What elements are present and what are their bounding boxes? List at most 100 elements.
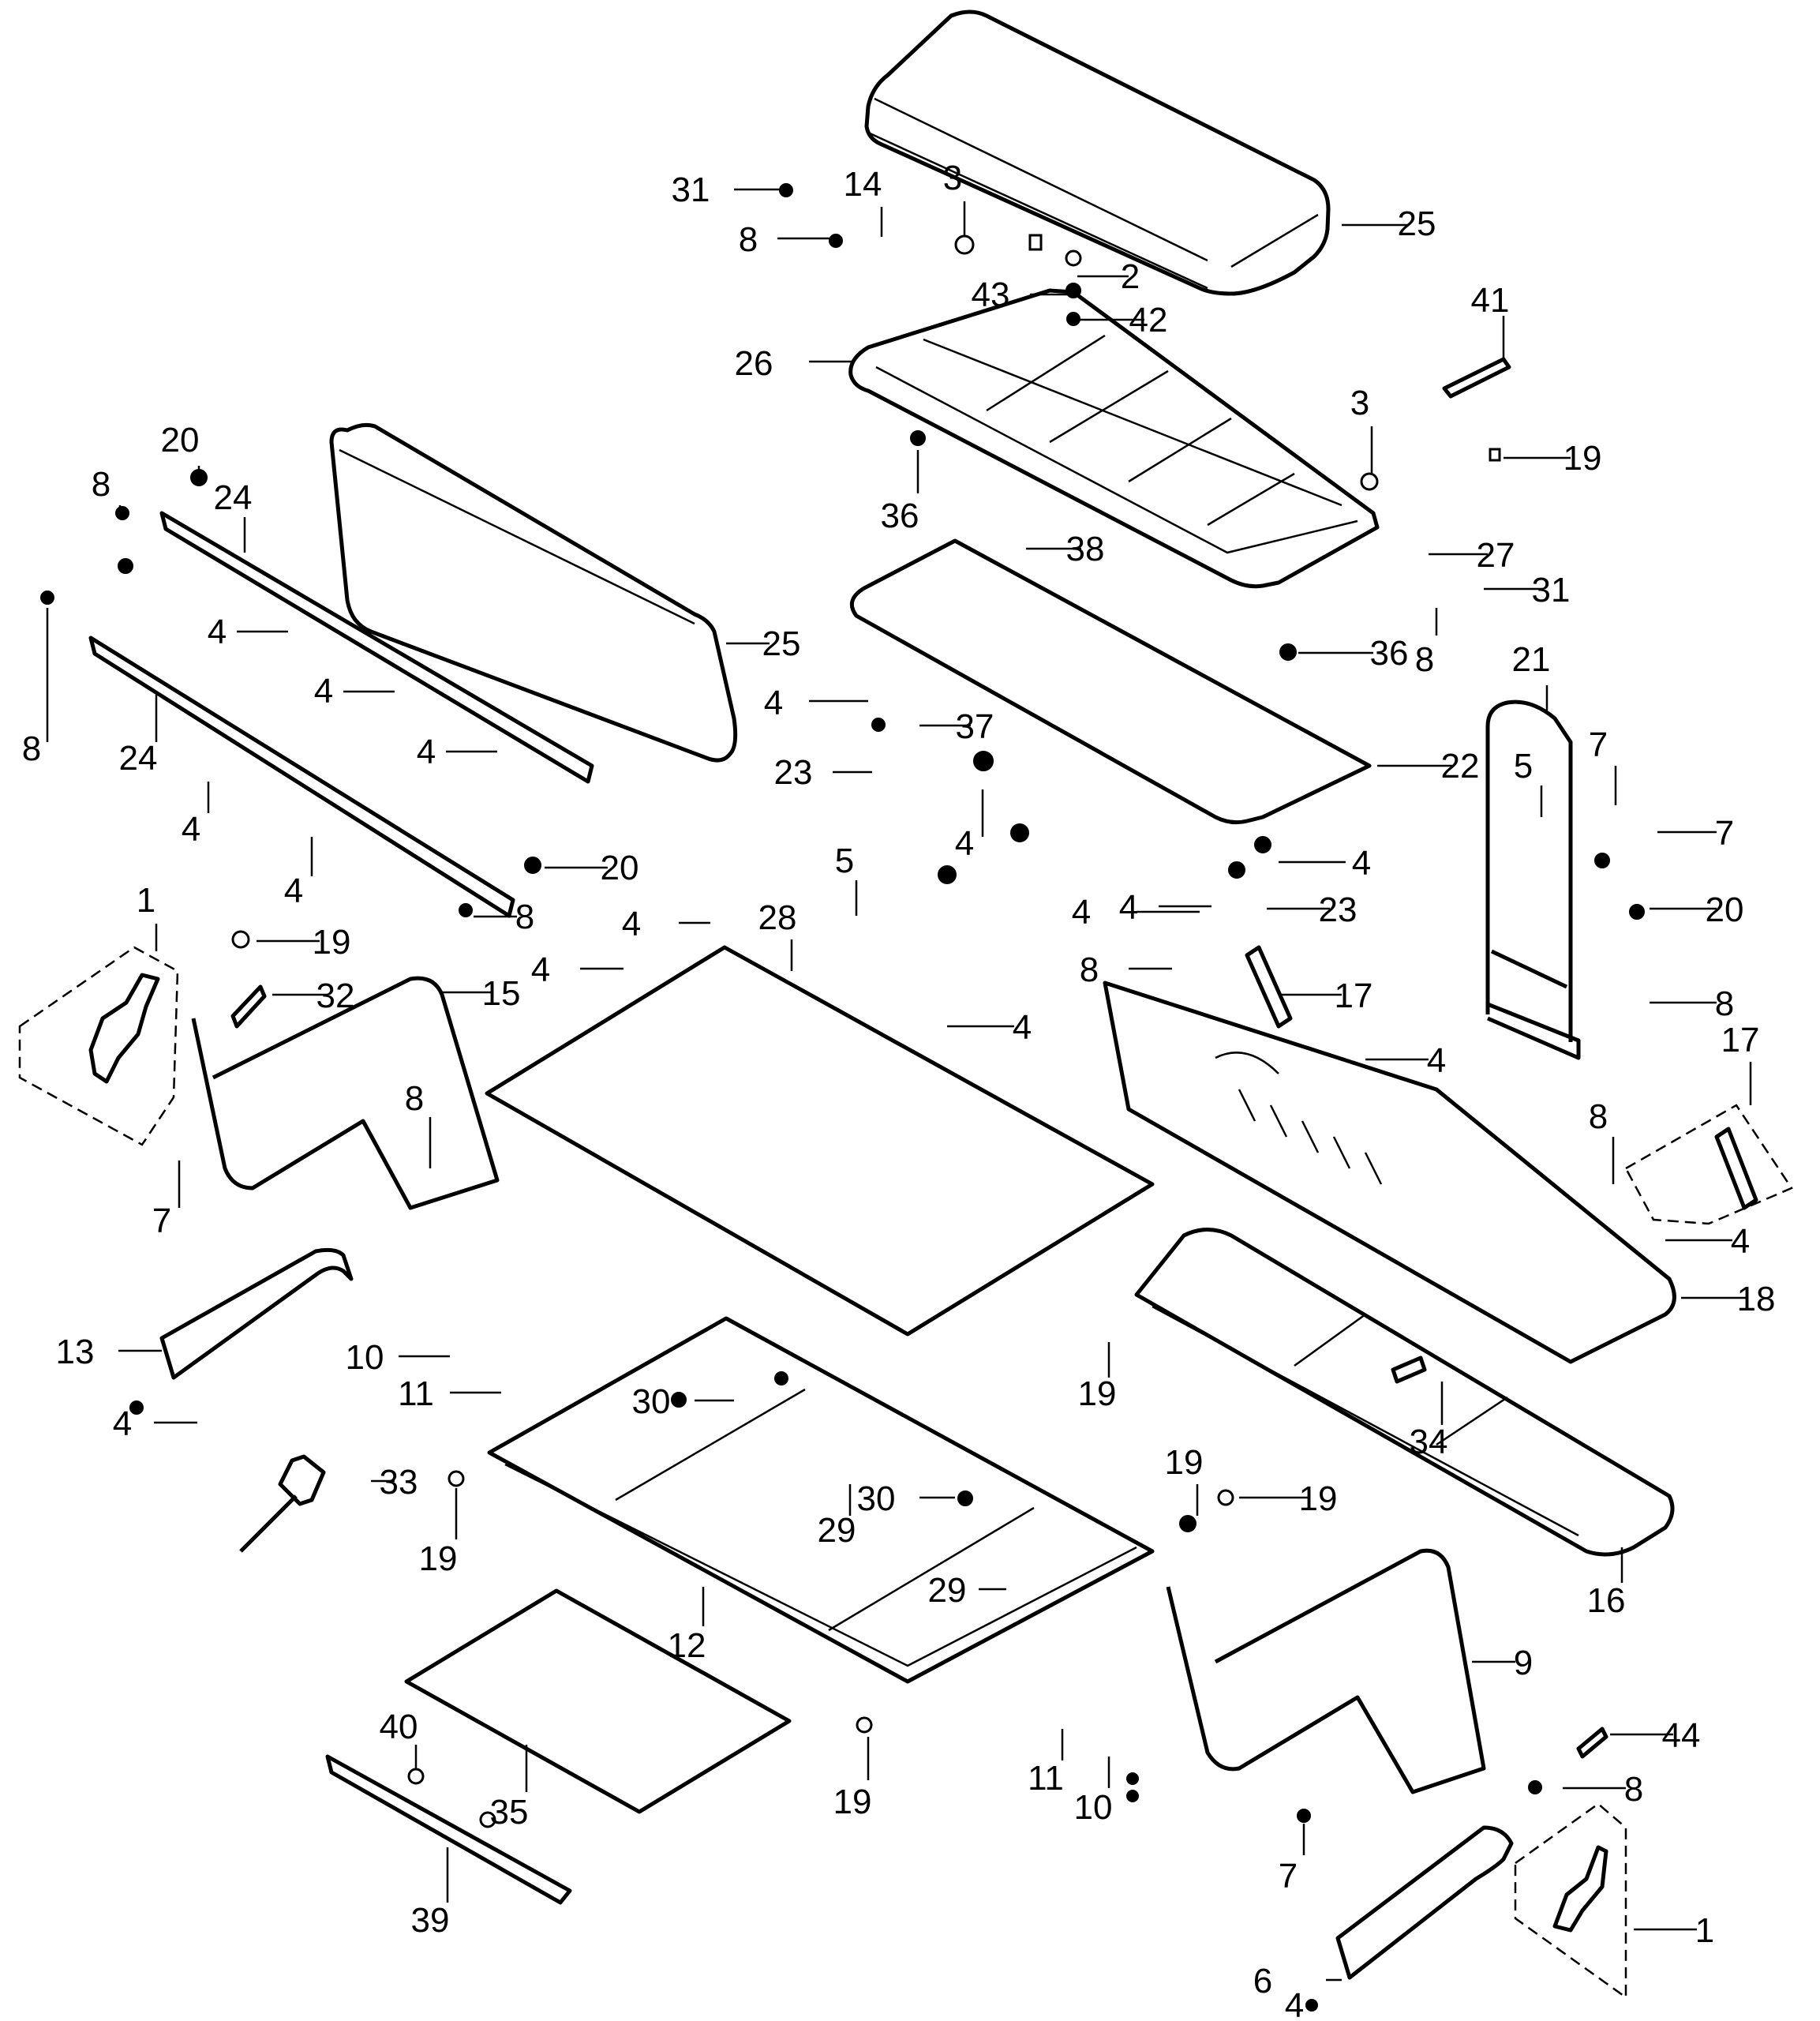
hardware	[40, 183, 1645, 2012]
callout-4: 4	[113, 1404, 197, 1443]
callout-23: 23	[1267, 891, 1357, 929]
callout-label: 7	[1715, 814, 1734, 853]
callout-42: 42	[1077, 301, 1167, 339]
callout-label: 7	[1589, 726, 1608, 764]
callout-label: 22	[1441, 747, 1480, 786]
callout-20: 20	[1650, 891, 1743, 929]
callout-39: 39	[411, 1847, 450, 1940]
callout-19: 19	[833, 1737, 871, 1821]
callout-4: 4	[1665, 1222, 1750, 1261]
callout-7: 7	[152, 1160, 181, 1240]
callout-label: 23	[774, 753, 813, 792]
callout-label: 10	[346, 1338, 384, 1377]
callout-9: 9	[1472, 1644, 1533, 1682]
callout-4: 4	[1285, 1986, 1310, 2021]
callout-29: 29	[928, 1571, 1006, 1610]
lower-panel	[404, 1588, 792, 1814]
callout-label: 4	[284, 872, 303, 910]
callout-label: 14	[844, 165, 882, 204]
callout-8: 8	[1563, 1770, 1643, 1809]
callout-27: 27	[1429, 536, 1515, 575]
callout-35: 35	[490, 1745, 528, 1832]
callout-23: 23	[774, 753, 872, 792]
grab-handle	[1485, 699, 1581, 1060]
callout-label: 20	[601, 849, 639, 887]
callout-label: 19	[1299, 1479, 1338, 1518]
reflector-lower	[1624, 1104, 1793, 1225]
callout-32: 32	[272, 977, 354, 1015]
callout-label: 20	[1706, 891, 1744, 929]
callout-label: 6	[1253, 1962, 1272, 2000]
callout-label: 4	[1285, 1986, 1304, 2021]
callout-label: 30	[857, 1479, 896, 1518]
pad-34	[1391, 1355, 1427, 1384]
callout-5: 5	[835, 842, 858, 916]
rear-panel	[1103, 981, 1676, 1364]
callout-label: 17	[1721, 1021, 1760, 1059]
seat-belt-assembly-right	[1514, 1802, 1627, 2000]
callout-4: 4	[955, 789, 984, 863]
callout-30: 30	[857, 1479, 955, 1518]
reflector-upper	[1245, 945, 1293, 1029]
callout-4: 4	[1279, 844, 1371, 883]
callout-label: 32	[316, 977, 355, 1015]
callout-11: 11	[398, 1374, 501, 1413]
callout-label: 4	[1119, 888, 1138, 927]
callout-label: 5	[835, 842, 854, 880]
callout-12: 12	[668, 1587, 706, 1665]
callout-8: 8	[1080, 951, 1172, 989]
callout-19: 19	[419, 1488, 458, 1578]
callout-label: 20	[161, 421, 200, 459]
callout-label: 44	[1662, 1716, 1701, 1755]
side-trim-left	[159, 1247, 354, 1380]
callout-19: 19	[1078, 1342, 1116, 1413]
callout-label: 28	[758, 898, 797, 937]
callout-8: 8	[474, 898, 534, 936]
callout-label: 33	[380, 1463, 418, 1502]
callout-8: 8	[739, 220, 830, 259]
callout-label: 37	[956, 707, 994, 746]
callout-label: 19	[1165, 1443, 1204, 1482]
callout-label: 24	[119, 739, 158, 778]
rear-frame	[1134, 1228, 1675, 1557]
callout-label: 19	[419, 1539, 458, 1578]
callout-26: 26	[735, 344, 852, 383]
callout-label: 30	[632, 1382, 671, 1421]
callout-2: 2	[1077, 257, 1140, 296]
callout-6: 6	[1253, 1962, 1342, 2000]
callout-33: 33	[371, 1463, 418, 1502]
hinge-strip	[325, 1754, 572, 1905]
callout-label: 17	[1335, 977, 1373, 1015]
callout-37: 37	[919, 707, 994, 746]
callout-4: 4	[764, 684, 868, 722]
callout-label: 4	[182, 810, 200, 849]
callout-label: 34	[1410, 1423, 1448, 1461]
callout-label: 4	[314, 672, 333, 711]
callout-label: 27	[1477, 536, 1515, 575]
callout-label: 39	[411, 1901, 450, 1940]
callout-3: 3	[1350, 384, 1373, 474]
callout-8: 8	[92, 465, 122, 513]
callout-16: 16	[1587, 1547, 1625, 1620]
callout-24: 24	[214, 478, 252, 553]
callout-label: 4	[622, 905, 641, 943]
callout-label: 8	[405, 1079, 424, 1118]
callout-label: 5	[1514, 747, 1533, 786]
callout-label: 8	[739, 220, 758, 259]
callout-label: 3	[1350, 384, 1369, 422]
callout-21: 21	[1512, 640, 1550, 711]
callout-17: 17	[1721, 1021, 1760, 1105]
callout-label: 25	[762, 624, 801, 663]
callout-20: 20	[161, 421, 200, 470]
seat-cushion-top	[864, 9, 1331, 296]
callout-10: 10	[346, 1338, 450, 1377]
callout-4: 4	[622, 905, 710, 943]
callout-25: 25	[726, 624, 800, 663]
callout-label: 8	[1415, 640, 1434, 679]
callout-label: 1	[1695, 1911, 1714, 1950]
callout-3: 3	[943, 159, 966, 237]
callout-label: 23	[1319, 891, 1358, 929]
label-44	[1576, 1727, 1608, 1759]
callout-label: 4	[1072, 893, 1091, 932]
